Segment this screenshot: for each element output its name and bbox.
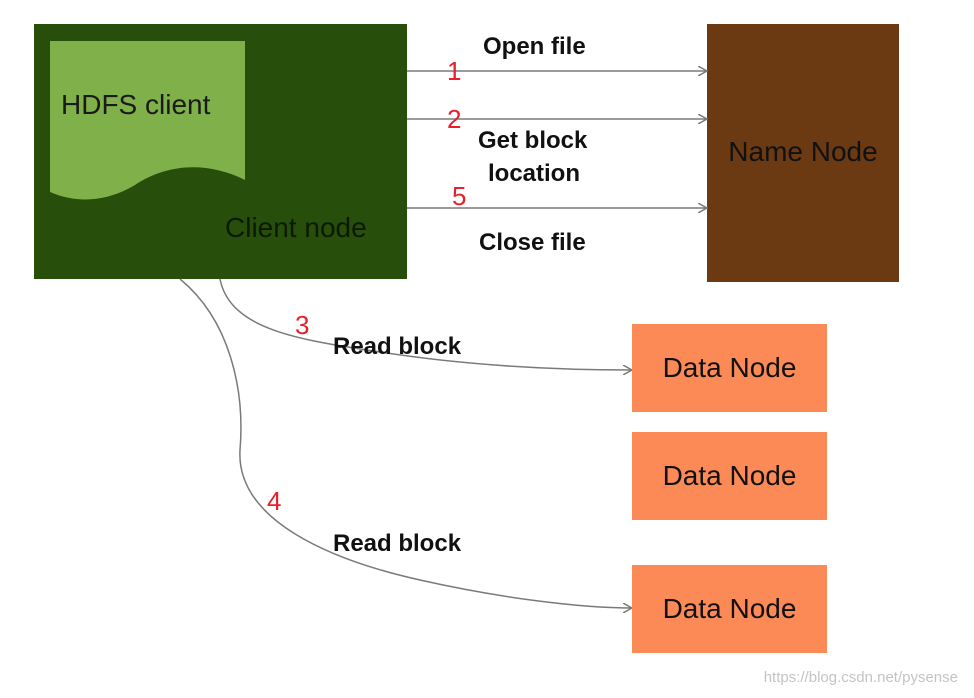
hdfs-client-document-icon bbox=[50, 41, 245, 200]
step-number-5: 5 bbox=[452, 181, 467, 211]
hdfs-client-label: HDFS client bbox=[61, 89, 211, 120]
step-number-3: 3 bbox=[295, 310, 310, 340]
name-node-label: Name Node bbox=[728, 136, 878, 167]
step-number-4: 4 bbox=[267, 486, 282, 516]
step-number-1: 1 bbox=[447, 56, 462, 86]
arrow-read-block-1 bbox=[219, 278, 632, 370]
read-block-label-2: Read block bbox=[333, 530, 462, 557]
name-node-box bbox=[707, 24, 899, 282]
read-block-label-1: Read block bbox=[333, 333, 462, 360]
watermark-text: https://blog.csdn.net/pysense bbox=[763, 669, 958, 686]
get-block-label-line1: Get block bbox=[478, 127, 588, 154]
step-number-2: 2 bbox=[447, 104, 462, 134]
data-node-label: Data Node bbox=[662, 593, 797, 624]
data-node-label: Data Node bbox=[662, 460, 797, 491]
data-node-2: Data Node bbox=[632, 432, 827, 520]
name-node: Name Node bbox=[707, 24, 899, 282]
data-node-1: Data Node bbox=[632, 324, 827, 412]
client-node-label: Client node bbox=[225, 212, 367, 243]
open-file-label: Open file bbox=[483, 33, 586, 60]
close-file-label: Close file bbox=[479, 229, 586, 256]
get-block-label-line2: location bbox=[488, 160, 581, 187]
data-node-3: Data Node bbox=[632, 565, 827, 653]
arrow-read-block-2 bbox=[179, 278, 632, 608]
data-node-label: Data Node bbox=[662, 352, 797, 383]
